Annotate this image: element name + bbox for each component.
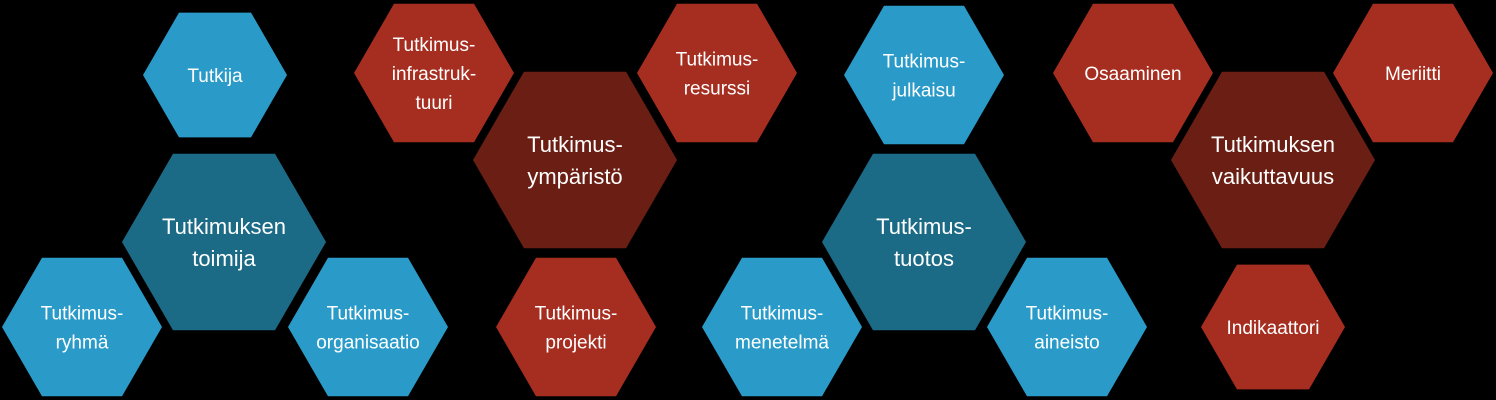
hexagon-tutkimusprojekti: Tutkimus-projekti [496,257,656,397]
hexagon-label-line: Tutkimus- [527,132,623,157]
hexagon-indikaattori: Indikaattori [1201,264,1345,390]
hexagon-label-line: organisaatio [316,333,420,354]
hexagon-shape [496,257,656,397]
hexagon-tutkimusjulkaisu: Tutkimus-julkaisu [844,5,1004,145]
hexagon-shape [702,257,862,397]
hexagon-shape [637,3,797,143]
hexagon-tutkimusryhma: Tutkimus-ryhmä [2,257,162,397]
hexagon-shape [987,257,1147,397]
hexagon-shape [822,153,1026,331]
hexagon-tutkimustuotos: Tutkimus-tuotos [822,153,1026,331]
hexagon-shape [844,5,1004,145]
hexagon-label-line: Tutkimus- [41,304,124,325]
hexagon-label-line: Tutkimus- [1026,304,1109,325]
hexagon-label-line: tuuri [416,93,453,114]
hexagon-label-line: Meriitti [1385,64,1441,85]
hexagon-label-line: tuotos [894,246,954,271]
hexagon-tutkimusinfrastruktuuri: Tutkimus-infrastruk-tuuri [354,3,514,143]
hexagon-tutkimuksen-vaikuttavuus: Tutkimuksen vaikuttavuus [1171,71,1375,249]
hexagon-label-line: Tutkimuksen [1211,132,1335,157]
hexagon-label-line: julkaisu [891,81,955,102]
hexagon-label-line: Tutkimus- [327,304,410,325]
hexagon-label-line: aineisto [1034,333,1100,354]
hexagon-label-line: Tutkimuksen [162,214,286,239]
hexagon-tutkimusmenetelma: Tutkimus-menetelmä [702,257,862,397]
hexagon-label-line: Indikaattori [1227,318,1320,339]
hexagon-label-line: ryhmä [56,333,109,354]
hexagon-shape [1053,3,1213,143]
hexagon-label-line: projekti [545,333,606,354]
hexagon-shape [473,71,677,249]
hexagon-label-line: Osaaminen [1084,64,1181,85]
hexagon-label-line: resurssi [684,79,751,100]
hexagon-tutkija: Tutkija [143,12,287,138]
hexagon-label-line: Tutkimus- [741,304,824,325]
hexagon-label-line: Tutkimus- [535,304,618,325]
hexagon-meriitti: Meriitti [1333,3,1493,143]
hexagon-label-line: vaikuttavuus [1212,164,1334,189]
hexagon-shape [143,12,287,138]
hexagon-label-line: ympäristö [527,164,622,189]
hexagon-label-line: Tutkimus- [876,214,972,239]
hexagon-label-line: Tutkimus- [393,35,476,56]
hexagon-label-line: infrastruk- [392,64,476,85]
hexagon-label-line: toimija [192,246,256,271]
hexagon-shape [1201,264,1345,390]
hexagon-shape [354,3,514,143]
hexagon-label-line: Tutkimus- [676,50,759,71]
hexagon-shape [2,257,162,397]
hexagon-label-line: Tutkimus- [883,52,966,73]
hexagon-shape [1333,3,1493,143]
hexagon-shape [122,153,326,331]
hexagon-shape [1171,71,1375,249]
hexagon-tutkimusaineisto: Tutkimus-aineisto [987,257,1147,397]
hexagon-tutkimusresurssi: Tutkimus-resurssi [637,3,797,143]
hexagon-shape [288,257,448,397]
hexagon-tutkimusymparisto: Tutkimus-ympäristö [473,71,677,249]
hexagon-tutkimusorganisaatio: Tutkimus-organisaatio [288,257,448,397]
hexagon-tutkimuksen-toimija: Tutkimuksen toimija [122,153,326,331]
hexagon-label-line: Tutkija [187,66,243,87]
hexagon-osaaminen: Osaaminen [1053,3,1213,143]
hexagon-label-line: menetelmä [735,333,829,354]
